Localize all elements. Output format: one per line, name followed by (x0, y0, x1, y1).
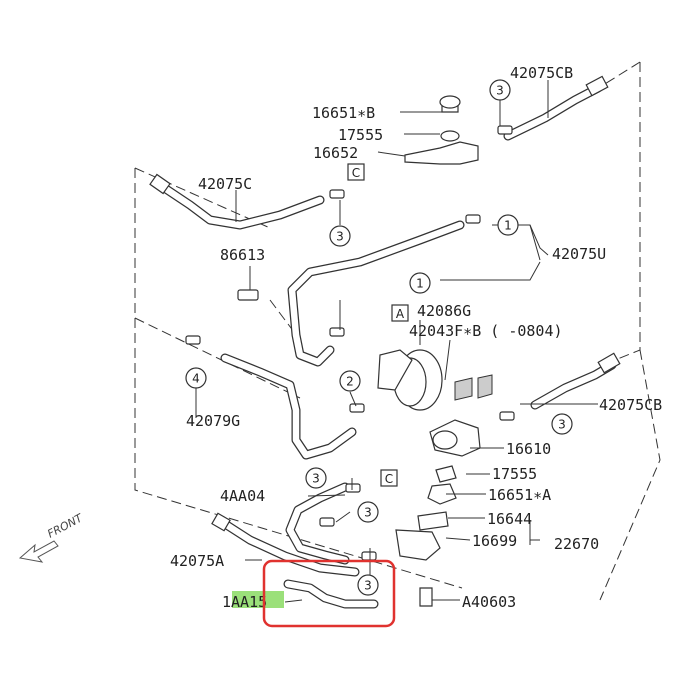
label-42043f: 42043F∗B ( -0804) (409, 322, 563, 340)
label-highlight (232, 591, 284, 608)
label-42075cb-top: 42075CB (510, 64, 573, 82)
label-42075c: 42075C (198, 175, 252, 193)
pump-assembly (395, 419, 481, 607)
callout-circles: 3 3 1 1 4 2 3 3 3 3 (185, 79, 573, 596)
label-22670: 22670 (554, 535, 599, 553)
label-a40603: A40603 (462, 593, 516, 611)
label-4aa04: 4AA04 (220, 487, 265, 505)
label-1aa15: 1AA15 (222, 593, 267, 611)
hose-4aa04 (285, 482, 350, 565)
hose-42075c (149, 173, 325, 230)
callout-2: 2 (346, 375, 354, 389)
callout-3-top: 3 (496, 84, 504, 98)
hose-42075cb-top (503, 75, 609, 141)
leader-lines (195, 80, 598, 603)
label-16699: 16699 (472, 532, 517, 550)
label-17555-mid: 17555 (492, 465, 537, 483)
label-16651b: 16651∗B (312, 104, 375, 122)
part-number-labels: 42075CB 16651∗B 17555 16652 42075C 86613… (170, 64, 662, 611)
box-c-top: C (352, 166, 360, 180)
callout-4: 4 (192, 372, 200, 386)
label-42075u: 42075U (552, 245, 606, 263)
front-label: FRONT (45, 511, 85, 541)
front-arrow-icon (18, 540, 59, 563)
dashed-boundaries (134, 61, 661, 601)
hose-42075a (211, 512, 360, 577)
label-17555-top: 17555 (338, 126, 383, 144)
label-16651a: 16651∗A (488, 486, 551, 504)
label-42079g: 42079G (186, 412, 240, 430)
hose-42075u (287, 220, 465, 367)
label-86613: 86613 (220, 246, 265, 264)
box-c-mid: C (385, 472, 393, 486)
label-16652: 16652 (313, 144, 358, 162)
canister-assembly (377, 349, 493, 411)
reference-boxes: C A C (347, 163, 409, 487)
box-a: A (396, 307, 405, 321)
label-16644: 16644 (487, 510, 532, 528)
hose-1aa15 (283, 579, 379, 609)
callout-3-mid: 3 (312, 472, 320, 486)
hose-42075cb-right (530, 352, 621, 410)
callout-3-bottom: 3 (364, 579, 372, 593)
front-direction-indicator: FRONT (18, 511, 86, 563)
purge-valve-top (404, 95, 479, 165)
label-42075a: 42075A (170, 552, 224, 570)
label-16610: 16610 (506, 440, 551, 458)
callout-1-upper: 1 (504, 219, 512, 233)
callout-3-upper-left: 3 (336, 230, 344, 244)
hose-42079g (220, 353, 357, 460)
highlight-frame (262, 559, 396, 628)
callout-1-lower: 1 (416, 277, 424, 291)
label-42075cb-right: 42075CB (599, 396, 662, 414)
callout-3-right: 3 (558, 418, 566, 432)
hose-clamps (185, 125, 515, 561)
callout-3-mid-lower: 3 (364, 506, 372, 520)
label-42086g: 42086G (417, 302, 471, 320)
